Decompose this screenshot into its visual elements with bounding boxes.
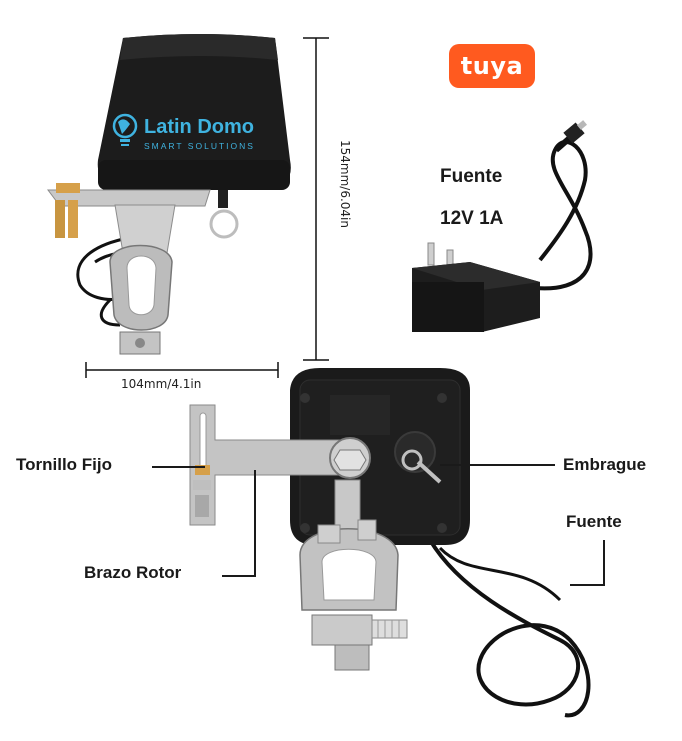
callout-line-brazo bbox=[222, 470, 256, 577]
callout-embrague: Embrague bbox=[563, 455, 647, 474]
callout-brazo-rotor: Brazo Rotor bbox=[84, 563, 182, 582]
callout-fuente: Fuente bbox=[566, 512, 622, 531]
brand-globe-icon bbox=[112, 113, 138, 146]
power-supply-label: Fuente bbox=[440, 166, 503, 187]
callout-line-fuente bbox=[570, 540, 605, 586]
height-dimension-label: 154mm/6.04in bbox=[338, 140, 352, 228]
tuya-logo: tuya bbox=[449, 44, 535, 88]
power-adapter bbox=[412, 120, 593, 332]
assembled-actuator bbox=[47, 34, 291, 355]
width-dimension-line bbox=[85, 362, 279, 378]
callout-tornillo-fijo: Tornillo Fijo bbox=[16, 455, 112, 474]
actuator-back-view bbox=[189, 368, 591, 718]
brand-tagline: SMART SOLUTIONS bbox=[144, 141, 255, 151]
power-supply-spec: 12V 1A bbox=[440, 208, 504, 229]
tuya-logo-text: tuya bbox=[460, 52, 524, 80]
brand-name: Latin Domo bbox=[144, 116, 254, 138]
width-dimension-label: 104mm/4.1in bbox=[121, 377, 202, 391]
height-dimension-line bbox=[303, 37, 329, 361]
